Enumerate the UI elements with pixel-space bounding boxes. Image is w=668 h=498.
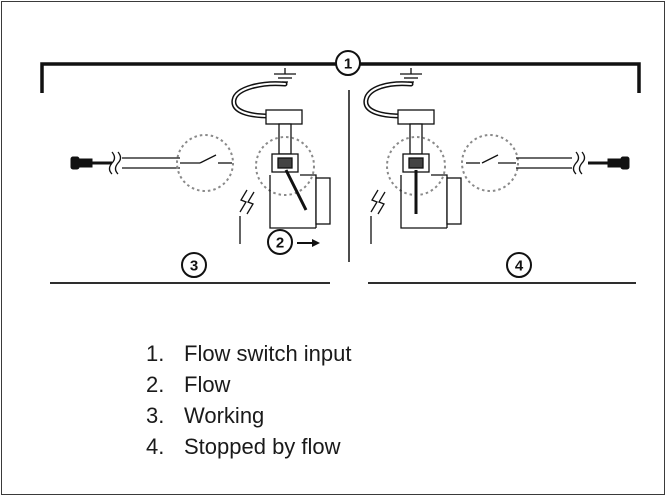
legend-text: Flow switch input [184,341,352,366]
left-ground-symbol [274,68,296,83]
left-paddle [284,169,308,211]
svg-text:1: 1 [344,56,352,73]
right-panel: 4 [363,68,636,284]
left-sensor-highlight [255,136,315,196]
legend-number: 1. [146,341,165,366]
callout-3: 3 [181,252,207,278]
legend-item-4: 4. Stopped by flow [146,431,352,462]
left-panel: 2 3 [50,68,331,284]
callout-4: 4 [506,252,532,278]
legend-item-3: 3. Working [146,400,352,431]
left-sensor [265,109,303,173]
legend-number: 4. [146,434,165,459]
svg-text:4: 4 [515,258,524,275]
legend-item-1: 1. Flow switch input [146,338,352,369]
legend-number: 2. [146,372,165,397]
legend-number: 3. [146,403,165,428]
legend-text: Working [184,403,265,428]
right-connector [516,151,630,175]
right-pipe [370,174,462,244]
left-connector [70,151,180,175]
legend-text: Flow [184,372,231,397]
flow-arrow-icon [297,239,320,247]
right-switch-contact [461,134,519,192]
callout-2: 2 [267,229,293,255]
right-sensor [397,109,435,173]
legend-list: 1. Flow switch input 2. Flow 3. Working 4. S… [146,338,352,462]
callout-1: 1 [335,50,361,76]
legend-text: Stopped by flow [184,434,341,459]
legend-item-2: 2. Flow [146,369,352,400]
svg-text:2: 2 [276,235,284,252]
left-switch-contact [176,134,234,192]
input-bracket [40,62,641,93]
svg-text:3: 3 [190,258,198,275]
left-pipe [239,174,331,244]
right-ground-symbol [400,68,422,83]
